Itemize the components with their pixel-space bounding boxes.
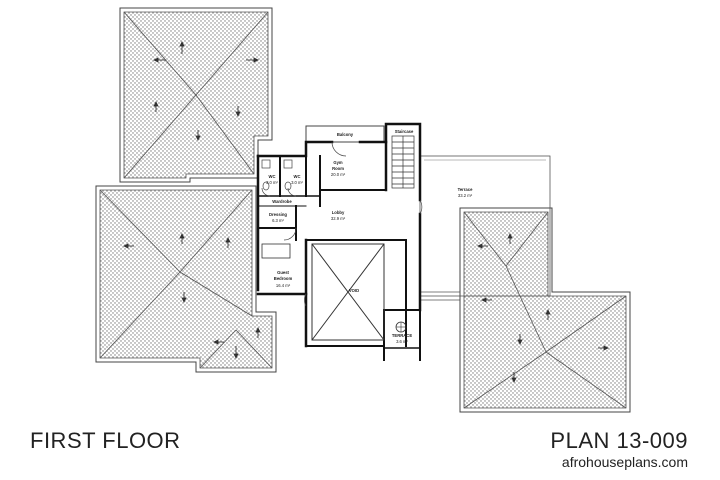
roof-arrow-icon <box>517 334 523 345</box>
void-area <box>311 243 385 341</box>
label-gym-name2: Room <box>332 166 344 171</box>
label-small-terrace-area: 3.6 m² <box>396 339 408 344</box>
roof-arrow-icon <box>153 101 159 112</box>
roof-arrow-icon <box>545 309 551 320</box>
plant-icon <box>395 321 407 333</box>
door-arc-icon <box>419 199 423 215</box>
roof-arrow-icon <box>477 243 488 249</box>
label-wc1-area: 3.0 m² <box>266 180 278 185</box>
label-void: VOID <box>349 288 359 293</box>
guest-bed <box>261 243 291 259</box>
wc-fixtures <box>261 159 293 191</box>
balcony-area <box>305 125 385 143</box>
roof-arrow-icon <box>246 57 259 63</box>
floor-title: FIRST FLOOR <box>30 428 181 453</box>
roof-bottom-left <box>95 185 277 373</box>
roof-arrow-icon <box>481 297 492 303</box>
label-terrace-area: 33.2 m² <box>458 193 473 198</box>
door-arc-icon <box>331 141 347 157</box>
label-wc1-name: WC <box>269 174 276 179</box>
label-dressing-name: Dressing <box>269 212 287 217</box>
door-arc-icon <box>304 293 307 307</box>
label-small-terrace-name: TERRACE <box>392 333 412 338</box>
label-dressing-area: 6.3 m² <box>272 218 284 223</box>
roof-top-left <box>119 7 273 183</box>
roof-arrow-icon <box>507 233 513 244</box>
label-lobby-name: Lobby <box>332 210 345 215</box>
door-arc-icon <box>283 227 297 241</box>
door-arc-icon <box>261 187 271 197</box>
label-lobby-area: 32.9 m² <box>331 216 346 221</box>
roof-arrows <box>123 41 609 383</box>
roof-arrow-icon <box>225 237 231 248</box>
roof-arrow-icon <box>235 106 241 117</box>
label-guest-name: Guest <box>277 270 289 275</box>
label-terrace-name: Terrace <box>458 187 473 192</box>
toilet-icon <box>262 181 270 191</box>
label-wc2-name: WC <box>294 174 301 179</box>
label-staircase: Staircase <box>395 129 414 134</box>
label-gym-name: Gym <box>333 160 343 165</box>
label-wc2-area: 3.0 m² <box>291 180 303 185</box>
room-labels: Balcony Staircase WC 3.0 m² WC 3.0 m² Gy… <box>266 129 473 344</box>
roof-arrow-icon <box>179 41 185 54</box>
walls <box>256 122 422 361</box>
roof-arrow-icon <box>123 243 134 249</box>
label-wardrobe: Wardrobe <box>272 199 292 204</box>
roof-arrow-icon <box>511 372 517 383</box>
door-arc-icon <box>287 187 297 197</box>
toilet-icon <box>284 181 292 191</box>
roof-arrow-icon <box>195 130 201 141</box>
floor-plan-drawing: Balcony Staircase WC 3.0 m² WC 3.0 m² Gy… <box>95 7 631 413</box>
roof-arrow-icon <box>153 57 166 63</box>
roof-arrow-icon <box>598 345 609 351</box>
website-label: afrohouseplans.com <box>561 454 688 470</box>
label-balcony: Balcony <box>337 132 354 137</box>
label-guest-name2: Bedroom <box>274 276 293 281</box>
roof-right <box>459 207 631 413</box>
roof-arrow-icon <box>255 327 261 338</box>
roof-arrow-icon <box>213 339 224 345</box>
basin-icon <box>261 159 271 169</box>
roof-arrow-icon <box>179 233 185 244</box>
label-gym-area: 20.0 m² <box>331 172 346 177</box>
roof-arrow-icon <box>233 346 239 359</box>
staircase-steps <box>391 135 415 189</box>
basin-icon <box>283 159 293 169</box>
roof-arrow-icon <box>181 292 187 303</box>
label-guest-area: 16.4 m² <box>276 283 291 288</box>
door-swings <box>261 141 423 307</box>
plan-code: PLAN 13-009 <box>550 428 688 453</box>
